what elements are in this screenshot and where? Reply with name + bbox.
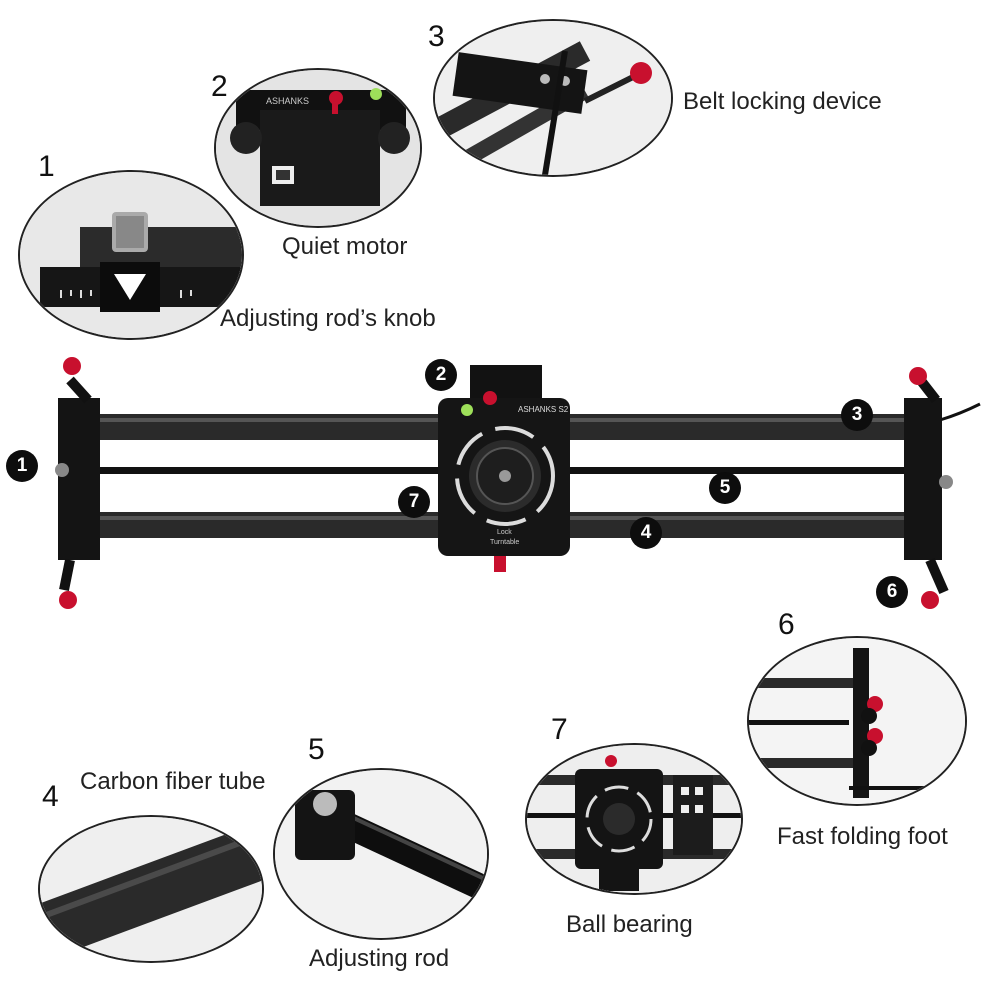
- detail-belt-lock-image: [433, 19, 673, 177]
- callout-3-belt-lock: 3: [841, 399, 873, 431]
- caption-fast-folding-foot: Fast folding foot: [777, 823, 948, 850]
- detail-number-6: 6: [778, 608, 795, 641]
- caption-adjusting-knob: Adjusting rod’s knob: [220, 305, 436, 332]
- caption-adjusting-rod: Adjusting rod: [309, 945, 450, 972]
- caption-carbon-tube: Carbon fiber tube: [80, 768, 266, 795]
- detail-number-3: 3: [428, 20, 445, 53]
- svg-text:Turntable: Turntable: [490, 539, 519, 546]
- caption-quiet-motor: Quiet motor: [282, 233, 408, 260]
- svg-text:Lock: Lock: [497, 529, 512, 536]
- caption-belt-locking: Belt locking device: [683, 88, 882, 115]
- detail-motor-image: ASHANKS: [214, 68, 422, 228]
- callout-5-adjusting-rod: 5: [709, 472, 741, 504]
- svg-text:ASHANKS: ASHANKS: [266, 96, 309, 106]
- detail-number-1: 1: [38, 150, 55, 183]
- callout-4-carbon-tube: 4: [630, 517, 662, 549]
- camera-slider-illustration: ASHANKS S2 Turntable Lock: [55, 357, 981, 609]
- detail-knob-image: [18, 170, 244, 340]
- callout-1-knob: 1: [6, 450, 38, 482]
- callout-6-folding-foot: 6: [876, 576, 908, 608]
- detail-adjusting-rod-image: [273, 768, 489, 940]
- detail-carbon-tube-image: [38, 815, 264, 963]
- callout-7-ball-bearing: 7: [398, 486, 430, 518]
- detail-folding-foot-image: [747, 636, 967, 806]
- detail-number-2: 2: [211, 70, 228, 103]
- caption-ball-bearing: Ball bearing: [566, 911, 693, 938]
- callout-2-motor: 2: [425, 359, 457, 391]
- detail-number-7: 7: [551, 713, 568, 746]
- detail-number-4: 4: [42, 780, 59, 813]
- detail-ball-bearing-image: [525, 743, 743, 895]
- detail-number-5: 5: [308, 733, 325, 766]
- svg-text:ASHANKS S2: ASHANKS S2: [518, 405, 569, 414]
